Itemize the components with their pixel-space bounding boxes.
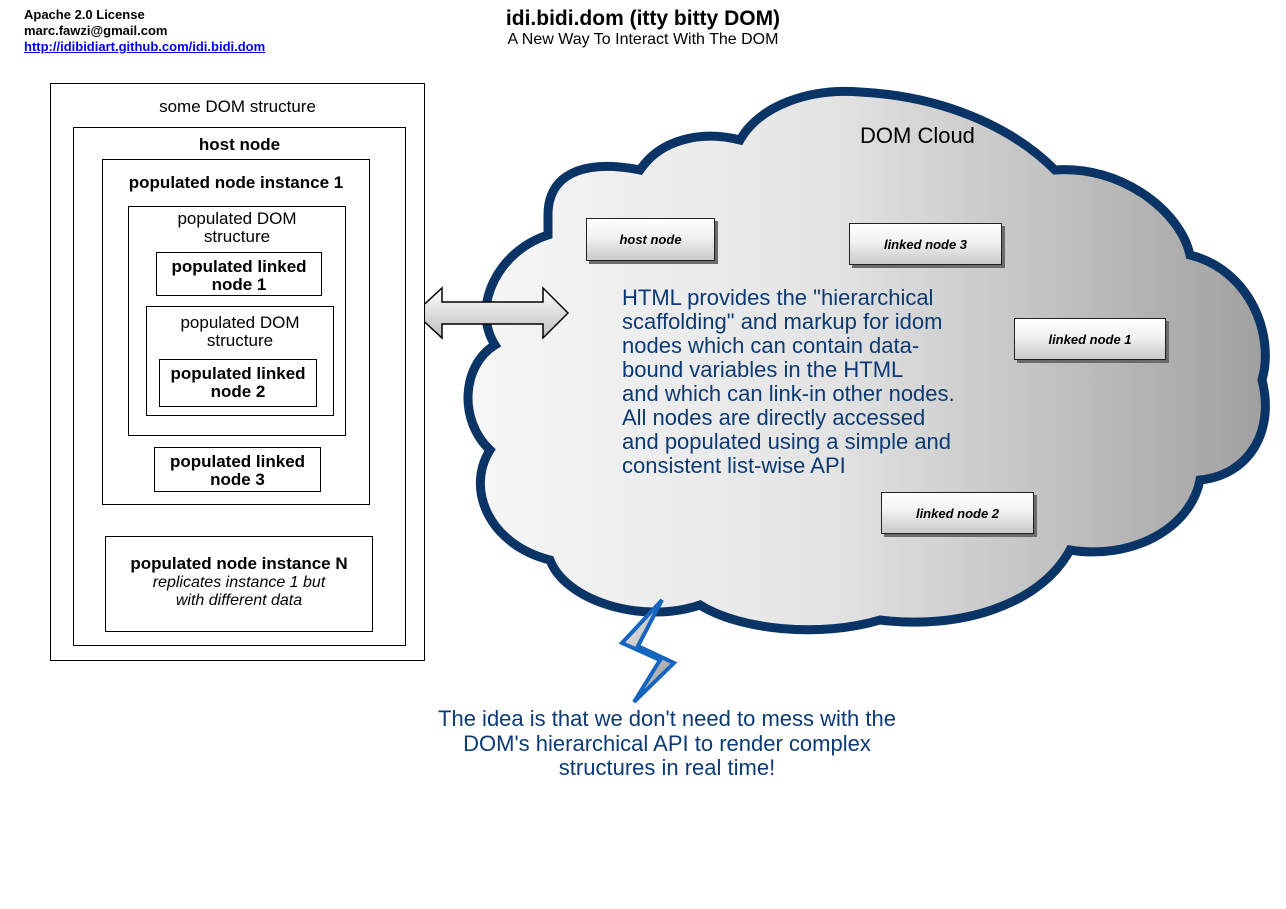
footer-line-1: The idea is that we don't need to mess w… — [438, 706, 896, 731]
populated-dom-1-line-1: populated DOM — [177, 209, 297, 228]
populated-dom-structure-2-label: populated DOM structure — [147, 314, 333, 350]
linked-node-3-label: populated linked node 3 — [155, 453, 320, 489]
node-instance-n-box: populated node instance N replicates ins… — [105, 536, 373, 632]
cloud-description-line-7: and populated using a simple and — [622, 429, 952, 454]
linked-node-3-box: populated linked node 3 — [154, 447, 321, 492]
populated-dom-1-line-2: structure — [203, 227, 271, 246]
page-title-block: idi.bidi.dom (itty bitty DOM) A New Way … — [0, 6, 1286, 49]
populated-dom-2-line-2: structure — [206, 331, 274, 350]
linked-node-1-line-1: populated linked — [171, 257, 307, 276]
license-info: Apache 2.0 License marc.fawzi@gmail.com … — [24, 7, 265, 55]
cloud-description-line-6: All nodes are directly accessed — [622, 405, 926, 430]
linked-node-3-line-1: populated linked — [169, 452, 306, 471]
linked-node-1-label: populated linked node 1 — [157, 258, 321, 294]
cloud-description-line-8: consistent list-wise API — [622, 453, 846, 478]
node-instance-n-description: replicates instance 1 but with different… — [106, 574, 372, 610]
node-instance-1-label: populated node instance 1 — [128, 173, 344, 192]
linked-node-2-line-2: node 2 — [210, 382, 266, 401]
populated-dom-structure-1-label: populated DOM structure — [129, 210, 345, 246]
footer-line-2: DOM's hierarchical API to render complex — [463, 730, 871, 756]
cloud-description-line-3: nodes which can contain data- — [622, 333, 920, 358]
lightning-bolt-icon — [618, 598, 678, 704]
dom-structure-label: some DOM structure — [159, 97, 316, 116]
node-instance-n-desc-line-2: with different data — [175, 592, 303, 609]
bidirectional-arrow — [413, 286, 570, 340]
linked-node-3-line-2: node 3 — [210, 470, 265, 489]
cloud-host-node: host node — [586, 218, 715, 261]
cloud-description-line-2: scaffolding" and markup for idom — [622, 309, 943, 334]
node-instance-n-label: populated node instance N — [130, 554, 348, 573]
linked-node-2-label: populated linked node 2 — [160, 365, 316, 401]
cloud-description-line-1: HTML provides the "hierarchical — [622, 285, 934, 310]
email-text: marc.fawzi@gmail.com — [24, 23, 168, 38]
cloud-description-line-4: bound variables in the HTML — [622, 357, 904, 382]
license-text: Apache 2.0 License — [24, 7, 145, 22]
cloud-linked-node-1: linked node 1 — [1014, 318, 1166, 360]
cloud-description-line-5: and which can link-in other nodes. — [622, 381, 955, 406]
footer-line-3: structures in real time! — [558, 755, 776, 780]
cloud-linked-node-3: linked node 3 — [849, 223, 1002, 265]
linked-node-2-line-1: populated linked — [170, 364, 306, 383]
project-link[interactable]: http://idibidiart.github.com/idi.bidi.do… — [24, 39, 266, 54]
page-title: idi.bidi.dom (itty bitty DOM) — [505, 7, 781, 30]
footer-statement: The idea is that we don't need to mess w… — [367, 706, 967, 781]
linked-node-1-box: populated linked node 1 — [156, 252, 322, 296]
cloud-title: DOM Cloud — [860, 123, 975, 148]
populated-dom-2-line-1: populated DOM — [180, 313, 300, 332]
cloud-description: HTML provides the "hierarchical scaffold… — [622, 286, 955, 478]
linked-node-2-box: populated linked node 2 — [159, 359, 317, 407]
host-node-label: host node — [198, 135, 281, 154]
page-subtitle: A New Way To Interact With The DOM — [507, 31, 779, 48]
linked-node-1-line-2: node 1 — [211, 275, 267, 294]
node-instance-n-desc-line-1: replicates instance 1 but — [152, 574, 326, 591]
cloud-linked-node-2: linked node 2 — [881, 492, 1034, 534]
